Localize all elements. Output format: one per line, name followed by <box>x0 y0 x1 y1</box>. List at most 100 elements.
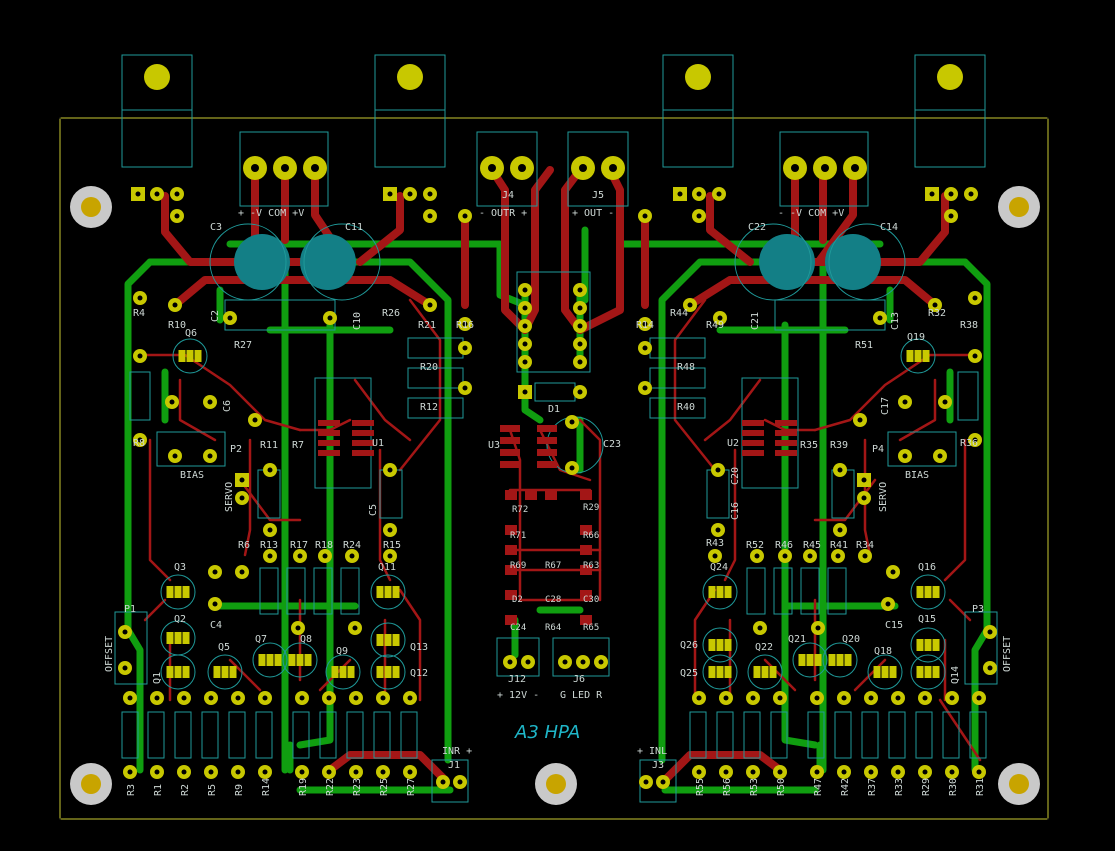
c22-label: C22 <box>748 222 766 233</box>
pad-hole <box>902 399 908 405</box>
transistor-pad <box>814 654 822 666</box>
r63-label: R63 <box>583 561 599 571</box>
pad-hole <box>208 769 214 775</box>
pad-hole <box>902 453 908 459</box>
pad-hole <box>577 323 583 329</box>
resistor-label: R5 <box>207 784 218 796</box>
q6-label: Q6 <box>185 328 197 339</box>
pad-hole <box>577 359 583 365</box>
pad-hole <box>295 625 301 631</box>
r72-label: R72 <box>512 505 528 515</box>
transistor-pad <box>844 654 852 666</box>
pad-hole <box>807 553 813 559</box>
pad-hole <box>715 467 721 473</box>
transistor-pad <box>182 586 190 598</box>
pad-hole <box>387 191 393 197</box>
transistor-pad <box>304 654 312 666</box>
offset-label-right: OFFSET <box>1002 636 1013 672</box>
transistor-pad <box>347 666 355 678</box>
pad-hole <box>782 553 788 559</box>
pad-hole <box>972 295 978 301</box>
pad-hole <box>252 417 258 423</box>
pad-hole <box>462 345 468 351</box>
transistor-pad <box>384 586 392 598</box>
pad-hole <box>932 302 938 308</box>
pad-hole <box>299 769 305 775</box>
pad-hole <box>208 695 214 701</box>
c5-label: C5 <box>368 504 379 516</box>
pad-hole <box>716 191 722 197</box>
transistor-pad <box>828 654 836 666</box>
transistor-pad <box>916 666 924 678</box>
pad-hole <box>387 553 393 559</box>
r20-label: R20 <box>420 362 438 373</box>
pad-hole <box>352 625 358 631</box>
q14-label: Q14 <box>950 666 961 684</box>
j3-label: + INL <box>637 746 667 757</box>
transistor-outlines <box>160 338 946 690</box>
pad-hole <box>267 527 273 533</box>
power-label-right: - -V COM +V <box>778 208 844 219</box>
mounting-holes <box>70 186 1040 805</box>
pad-hole <box>642 213 648 219</box>
r48-label: R48 <box>677 362 695 373</box>
pad-hole <box>696 695 702 701</box>
p3-ref: P3 <box>972 604 984 615</box>
resistor-label: R1 <box>153 784 164 796</box>
r71-label: R71 <box>510 531 526 541</box>
resistor-label: R47 <box>813 778 824 796</box>
transistor-pad <box>182 666 190 678</box>
pad-hole <box>577 389 583 395</box>
pad-hole <box>841 769 847 775</box>
q11-label: Q11 <box>378 562 396 573</box>
pad-hole <box>207 399 213 405</box>
c2-label: C2 <box>210 310 221 322</box>
pad-hole <box>427 302 433 308</box>
pad-hole <box>522 323 528 329</box>
pad-hole <box>696 191 702 197</box>
transistor-pad <box>194 350 202 362</box>
pad-hole <box>815 625 821 631</box>
transistor-pad <box>258 654 266 666</box>
transistor-pad <box>932 666 940 678</box>
j5-label: + OUT - <box>572 208 614 219</box>
pad-hole <box>569 419 575 425</box>
pad-hole <box>349 553 355 559</box>
c28-label: C28 <box>545 595 561 605</box>
resistor-label: R30 <box>948 778 959 796</box>
transistor-pad <box>889 666 897 678</box>
c20-label: C20 <box>730 467 741 485</box>
p1-ref: P1 <box>124 604 136 615</box>
r26-label: R26 <box>382 308 400 319</box>
pad-hole <box>380 695 386 701</box>
resistor-label: R55 <box>695 778 706 796</box>
c24-label: C24 <box>510 623 526 633</box>
pad-hole <box>522 389 528 395</box>
c4-label: C4 <box>210 620 222 631</box>
pad-hole <box>877 315 883 321</box>
smd-pads <box>318 420 797 625</box>
offset-label-left: OFFSET <box>104 636 115 672</box>
pad-hole <box>562 659 568 665</box>
q5-label: Q5 <box>218 642 230 653</box>
q21-label: Q21 <box>788 634 806 645</box>
pad-hole <box>462 385 468 391</box>
pad-hole <box>239 477 245 483</box>
r11-label: R11 <box>260 440 278 451</box>
pad-hole <box>837 527 843 533</box>
resistor-label: R27 <box>406 778 417 796</box>
pad-hole <box>380 769 386 775</box>
pad-hole <box>235 769 241 775</box>
transistor-pad <box>881 666 889 678</box>
j3-ref: J3 <box>652 760 664 771</box>
r6-label: R6 <box>238 540 250 551</box>
terminal-pads <box>243 156 867 180</box>
pad-hole <box>427 191 433 197</box>
resistor-label: R31 <box>975 778 986 796</box>
r18-label: R18 <box>315 540 333 551</box>
resistor-label: R14 <box>261 778 272 796</box>
pad-hole <box>137 353 143 359</box>
r29b-label: R29 <box>583 503 599 513</box>
